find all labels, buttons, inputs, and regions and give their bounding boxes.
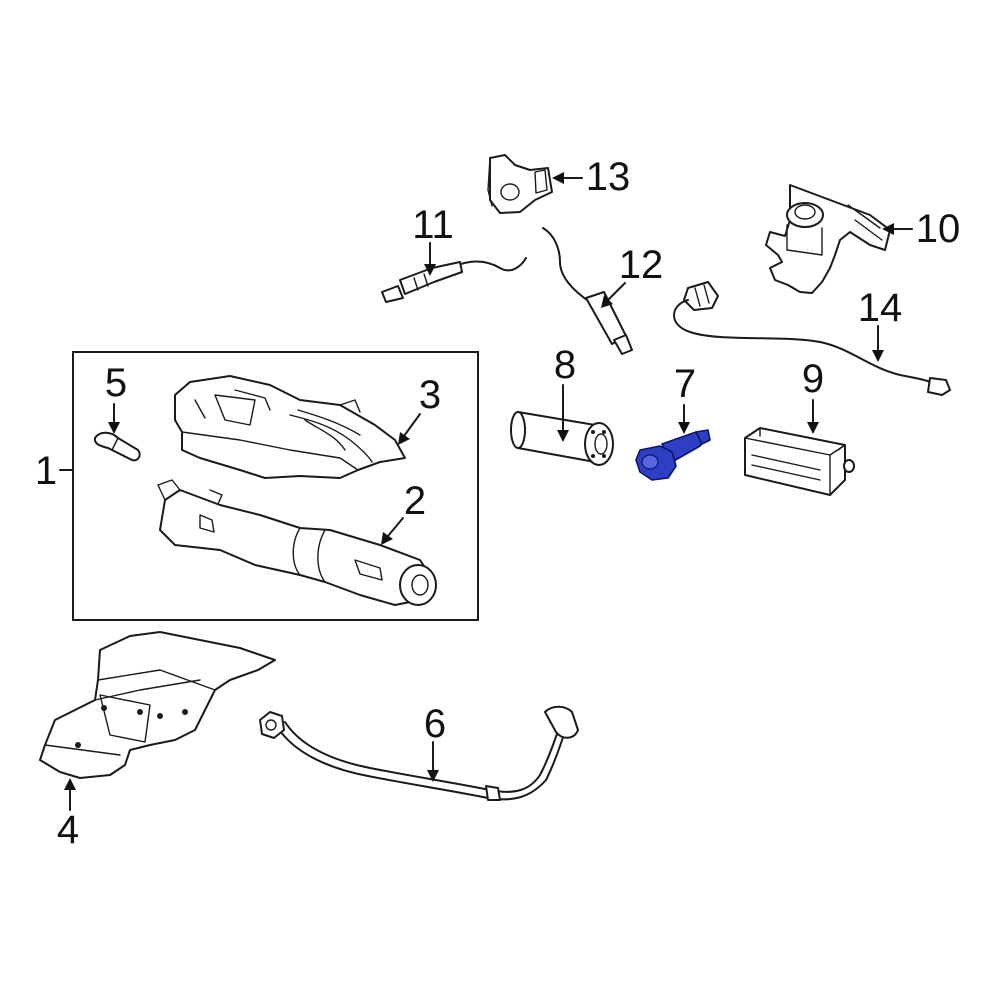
part-5-clip[interactable] [93,431,141,462]
callout-4: 4 [57,808,79,852]
part-13-bracket[interactable] [487,154,553,214]
part-7-valve-highlighted[interactable] [635,429,711,481]
part-14-harness[interactable] [673,281,951,396]
callout-14: 14 [858,286,903,330]
part-9-canister[interactable] [744,427,855,496]
part-4-heat-shield[interactable] [39,631,276,779]
part-6-hose[interactable] [259,705,579,801]
callout-9: 9 [802,357,824,401]
callout-13: 13 [586,155,631,199]
callout-7: 7 [674,362,696,406]
callout-5: 5 [105,361,127,405]
part-2-canister[interactable] [157,479,437,606]
callout-labels: 13 11 12 10 14 8 7 9 3 5 2 1 4 6 [35,155,960,852]
part-3-shield[interactable] [174,375,406,479]
callout-11: 11 [412,203,454,247]
callout-2: 2 [404,479,426,523]
callout-3: 3 [419,373,441,417]
part-12-sensor[interactable] [542,227,633,355]
callout-12: 12 [619,243,664,287]
callout-1: 1 [35,449,57,493]
part-10-valve[interactable] [765,184,891,294]
callout-6: 6 [424,702,446,746]
assembly-group-box [72,351,479,621]
part-8-filter[interactable] [510,411,614,466]
callout-10: 10 [916,207,961,251]
part-11-sensor[interactable] [381,257,527,303]
leader-lines [59,172,913,811]
callout-8: 8 [554,343,576,387]
